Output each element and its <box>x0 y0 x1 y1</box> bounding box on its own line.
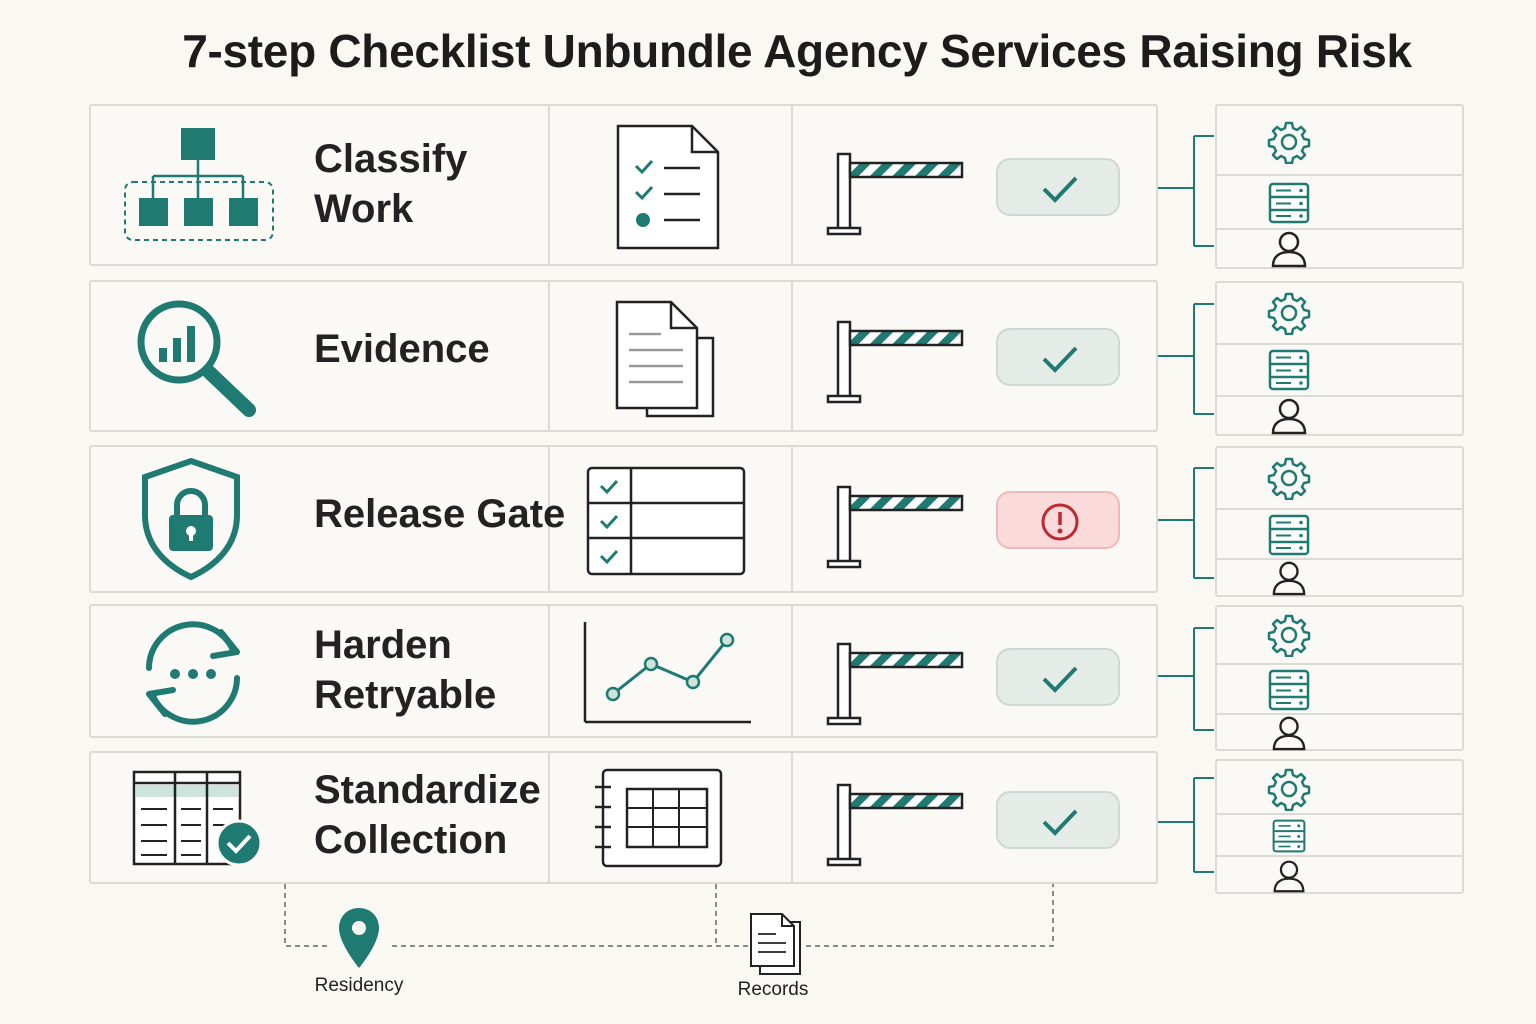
step-label: Classify Work <box>314 137 468 231</box>
magnifier-chart-icon <box>137 300 256 417</box>
side-divider <box>1217 713 1462 715</box>
cell-divider <box>548 447 550 591</box>
gear-icon <box>1267 292 1311 335</box>
check-icon <box>1042 666 1078 693</box>
page-title: 7-step Checklist Unbundle Agency Service… <box>182 25 1412 77</box>
check-icon <box>1042 809 1078 836</box>
records-document-icon <box>750 913 801 975</box>
gear-icon <box>1267 614 1311 657</box>
user-icon <box>1271 231 1307 268</box>
side-divider <box>1217 395 1462 397</box>
residency-label: Residency <box>314 975 404 996</box>
step-row-harden-retryable: Harden Retryable <box>89 604 1158 738</box>
gear-icon <box>1267 768 1311 811</box>
side-divider <box>1217 174 1462 176</box>
bracket-connector <box>1158 135 1214 247</box>
barrier-gate-icon <box>826 485 964 569</box>
server-icon <box>1268 669 1310 711</box>
step-label: Harden Retryable <box>314 623 497 717</box>
side-divider <box>1217 228 1462 230</box>
checklist-table-icon <box>586 466 746 576</box>
barrier-gate-icon <box>826 152 964 236</box>
step-label: Release Gate <box>314 492 566 536</box>
check-icon <box>1042 176 1078 203</box>
side-divider <box>1217 813 1462 815</box>
barrier-gate-icon <box>826 320 964 404</box>
records-label: Records <box>737 979 809 1000</box>
check-icon <box>1042 346 1078 373</box>
side-divider <box>1217 343 1462 345</box>
server-icon <box>1272 819 1306 853</box>
status-ok-badge <box>996 791 1120 849</box>
stacked-documents-icon <box>615 300 715 418</box>
user-icon <box>1272 716 1306 751</box>
status-ok-badge <box>996 648 1120 706</box>
server-icon <box>1268 349 1310 391</box>
line-chart-icon <box>583 622 751 724</box>
user-icon <box>1271 398 1307 435</box>
checklist-document-icon <box>616 124 720 250</box>
bracket-connector <box>1158 627 1214 731</box>
status-ok-badge <box>996 328 1120 386</box>
user-icon <box>1273 860 1305 893</box>
side-panel <box>1215 104 1464 269</box>
grid-notebook-icon <box>595 768 723 868</box>
barrier-gate-icon <box>826 783 964 867</box>
bracket-connector <box>1158 467 1214 579</box>
cell-divider <box>791 447 793 591</box>
cell-divider <box>791 282 793 430</box>
side-panel <box>1215 759 1464 894</box>
barrier-gate-icon <box>826 642 964 726</box>
server-icon <box>1268 182 1310 224</box>
side-panel <box>1215 446 1464 597</box>
step-label: Evidence <box>314 327 490 371</box>
step-label: Standardize Collection <box>314 768 541 862</box>
side-panel <box>1215 605 1464 751</box>
retry-cycle-icon <box>146 621 240 725</box>
server-icon <box>1268 514 1310 556</box>
hierarchy-icon <box>124 128 274 241</box>
bracket-connector <box>1158 777 1214 873</box>
side-panel <box>1215 281 1464 436</box>
side-divider <box>1217 663 1462 665</box>
side-divider <box>1217 855 1462 857</box>
shield-lock-icon <box>142 457 240 581</box>
cell-divider <box>791 106 793 264</box>
gear-icon <box>1267 457 1311 500</box>
step-row-evidence: Evidence <box>89 280 1158 432</box>
table-check-icon <box>132 770 263 867</box>
step-row-standardize-collection: Standardize Collection <box>89 751 1158 884</box>
gear-icon <box>1267 121 1311 164</box>
step-row-classify: Classify Work <box>89 104 1158 266</box>
status-ok-badge <box>996 158 1120 216</box>
cell-divider <box>791 753 793 882</box>
cell-divider <box>548 282 550 430</box>
alert-icon <box>1041 503 1079 541</box>
cell-divider <box>548 606 550 736</box>
side-divider <box>1217 508 1462 510</box>
bracket-connector <box>1158 303 1214 415</box>
side-divider <box>1217 558 1462 560</box>
cell-divider <box>548 753 550 882</box>
cell-divider <box>791 606 793 736</box>
location-pin-icon <box>339 908 379 968</box>
user-icon <box>1272 561 1306 596</box>
status-alert-badge <box>996 491 1120 549</box>
step-row-release-gate: Release Gate <box>89 445 1158 593</box>
cell-divider <box>548 106 550 264</box>
